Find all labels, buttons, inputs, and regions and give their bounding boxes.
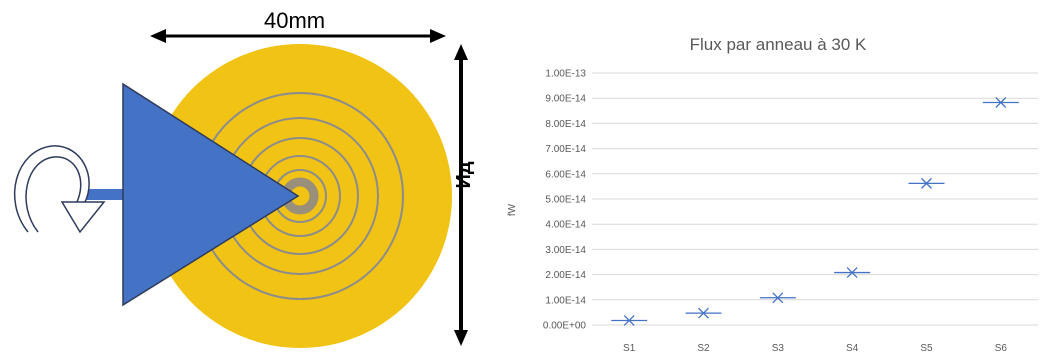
y-tick-label: 1.00E-13 — [545, 69, 586, 80]
data-point-s2 — [685, 307, 722, 319]
flux-chart: Flux par anneau à 30 K fW 0.00E+00 1.00E-… — [507, 35, 1038, 354]
y-tick-label: 8.00E-14 — [545, 119, 586, 130]
chart-title: Flux par anneau à 30 K — [690, 35, 867, 54]
chart-gridlines — [592, 72, 1038, 326]
x-tick-label: S1 — [623, 343, 636, 354]
y-tick-label: 9.00E-14 — [545, 94, 586, 105]
y-axis-ticks: 0.00E+00 1.00E-14 2.00E-14 3.00E-14 4.00E-14… — [543, 69, 587, 332]
x-tick-label: S3 — [772, 343, 785, 354]
blue-triangle — [122, 82, 300, 307]
x-tick-label: S4 — [846, 343, 859, 354]
y-tick-label: 1.00E-14 — [545, 295, 586, 306]
disc-diagram: 40mm Ид — [13, 8, 475, 348]
x-tick-label: S5 — [920, 343, 933, 354]
width-dimension-arrow — [150, 29, 446, 43]
yellow-disc — [148, 44, 452, 348]
x-axis-ticks: S1 S2 S3 S4 S5 S6 — [623, 343, 1007, 354]
y-tick-label: 7.00E-14 — [545, 144, 586, 155]
y-tick-label: 0.00E+00 — [543, 321, 587, 332]
data-point-s6 — [982, 97, 1019, 108]
x-tick-label: S2 — [697, 343, 710, 354]
data-point-s1 — [611, 315, 648, 326]
data-point-s4 — [834, 267, 871, 279]
data-point-s5 — [908, 177, 945, 189]
chart-points — [611, 97, 1019, 326]
rotation-arrow-icon — [13, 145, 106, 234]
x-tick-label: S6 — [995, 343, 1008, 354]
height-dimension-arrow — [454, 44, 468, 346]
y-tick-label: 5.00E-14 — [545, 195, 586, 206]
y-axis-label: fW — [507, 203, 518, 216]
y-tick-label: 4.00E-14 — [545, 220, 586, 231]
shaft-bar — [55, 189, 135, 200]
y-tick-label: 3.00E-14 — [545, 245, 586, 256]
y-tick-label: 6.00E-14 — [545, 169, 586, 180]
width-label: 40mm — [264, 8, 325, 33]
y-tick-label: 2.00E-14 — [545, 270, 586, 281]
data-point-s3 — [759, 292, 796, 304]
height-label: Ид — [453, 161, 475, 188]
